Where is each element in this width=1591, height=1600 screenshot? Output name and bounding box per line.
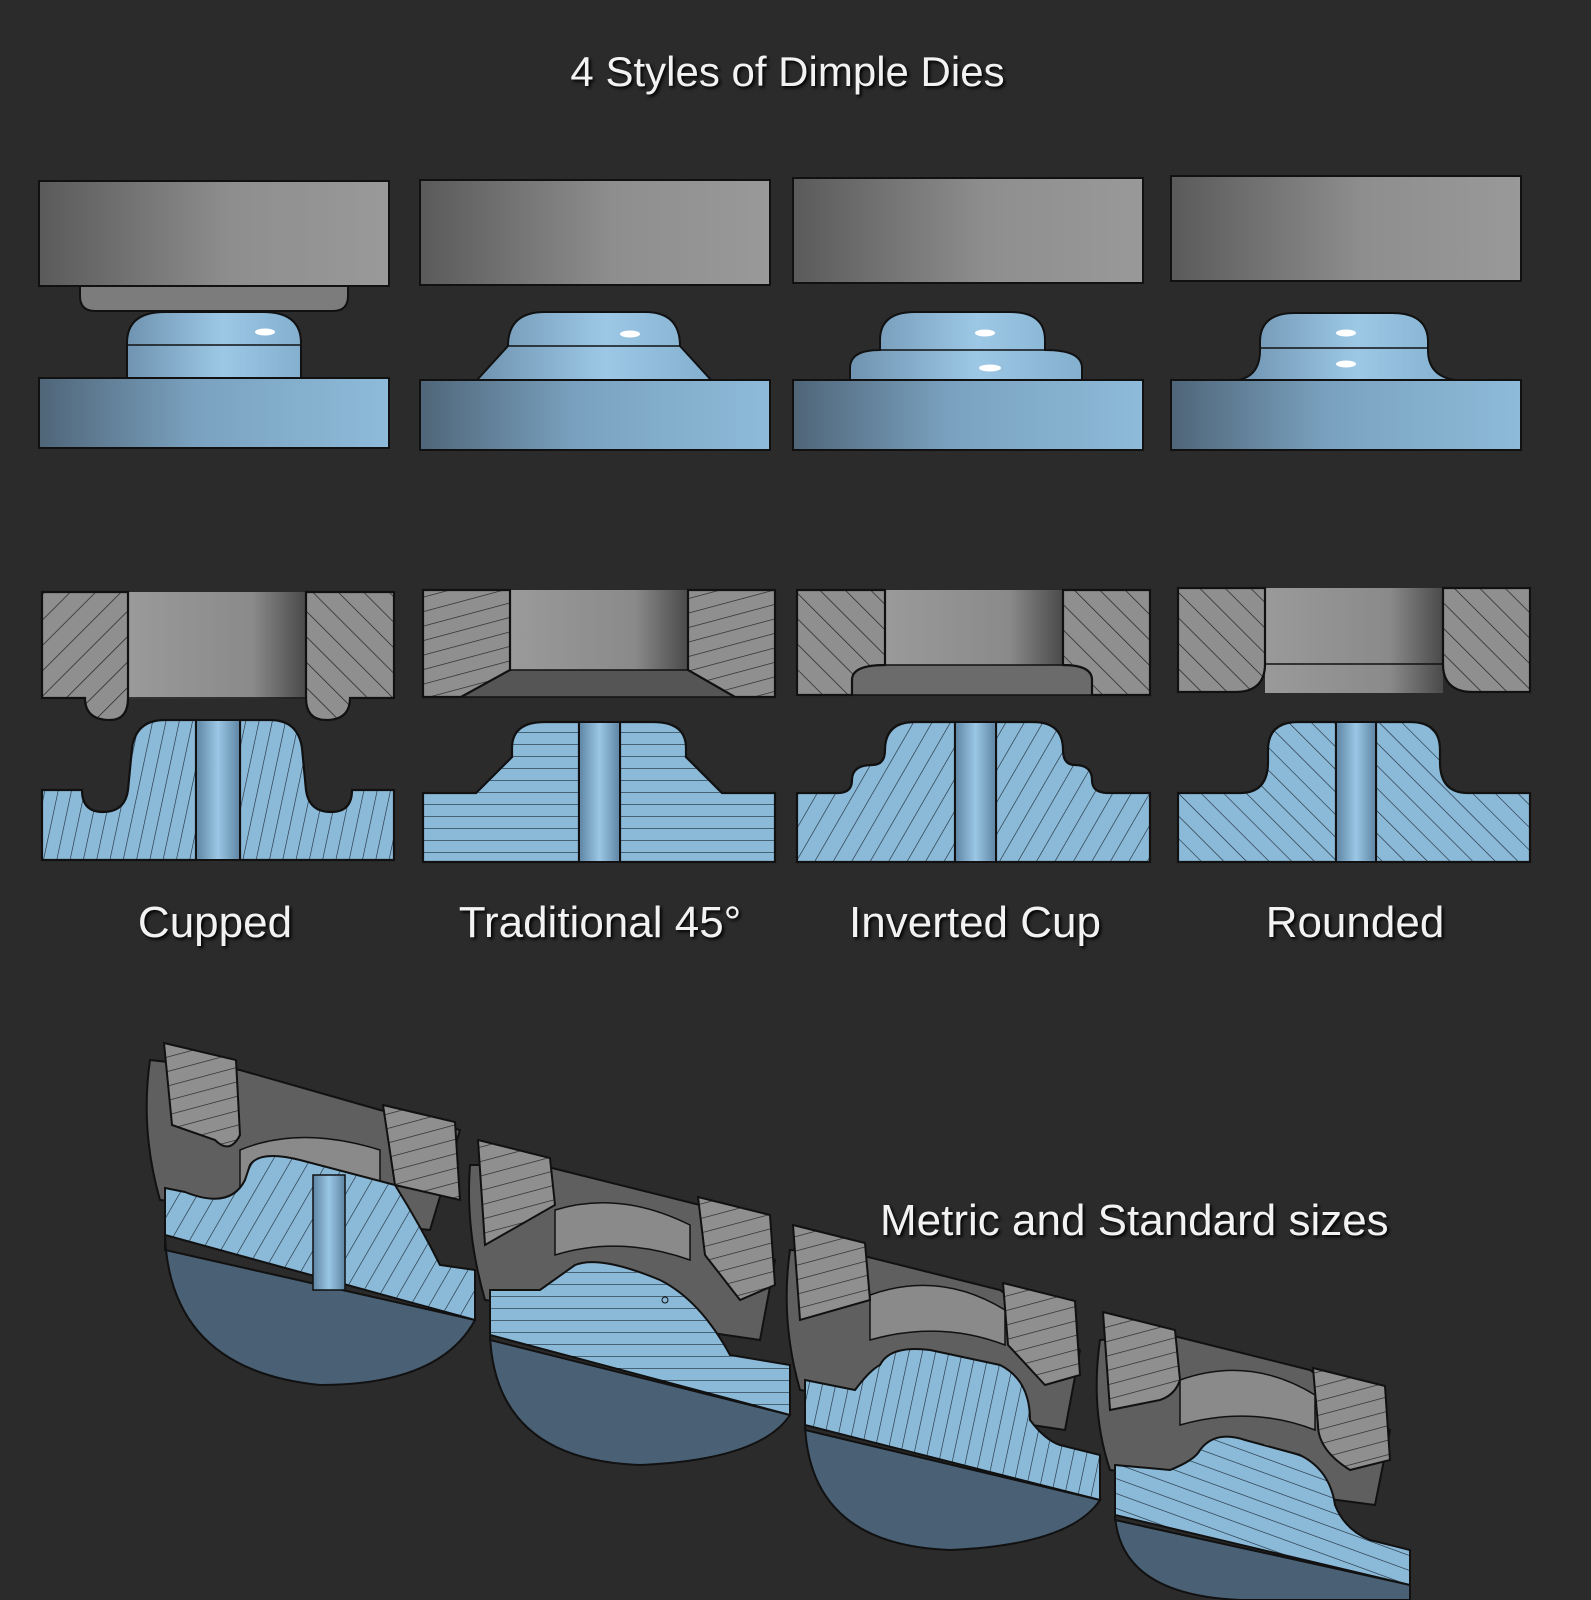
subtitle: Metric and Standard sizes bbox=[880, 1196, 1389, 1245]
cutaway-traditional bbox=[468, 1138, 792, 1467]
label-cupped: Cupped bbox=[137, 898, 293, 947]
label-rounded: Rounded bbox=[1265, 898, 1445, 947]
side-view-cupped bbox=[38, 180, 390, 449]
section-rounded bbox=[1176, 586, 1532, 864]
cutaway-inverted-cup bbox=[785, 1223, 1102, 1552]
side-view-rounded bbox=[1170, 175, 1522, 451]
label-traditional: Traditional 45° bbox=[458, 898, 742, 947]
cutaway-rounded bbox=[1095, 1310, 1411, 1600]
side-view-inverted-cup bbox=[792, 177, 1144, 451]
section-inverted-cup bbox=[795, 588, 1152, 864]
section-cupped bbox=[40, 590, 396, 862]
side-view-traditional bbox=[419, 179, 771, 451]
section-traditional bbox=[421, 588, 777, 864]
label-inverted-cup: Inverted Cup bbox=[849, 898, 1101, 947]
cutaway-cupped bbox=[145, 1041, 477, 1387]
page-title: 4 Styles of Dimple Dies bbox=[570, 48, 1005, 95]
